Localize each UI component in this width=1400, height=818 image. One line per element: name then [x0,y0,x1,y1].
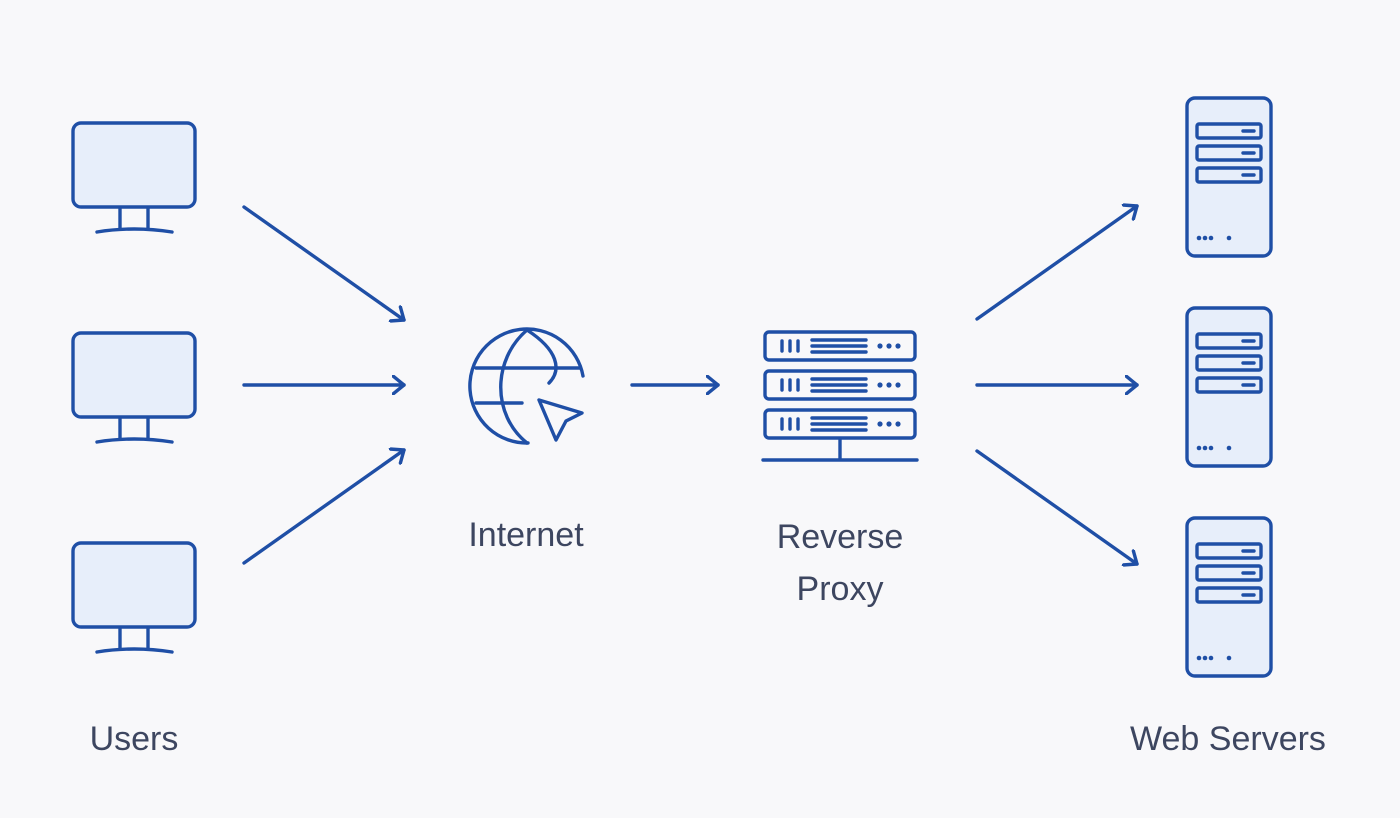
web-server-3 [1185,516,1273,678]
rack-unit-3 [763,408,917,440]
monitor-icon [71,331,197,444]
monitor-icon [71,121,197,234]
reverse-proxy-label-line1: Reverse [777,518,904,556]
edge-user-1-internet [242,205,406,320]
server-rack-icon [761,330,919,462]
server-tower-icon [1185,96,1273,258]
web-server-2 [1185,306,1273,468]
edge-user-3-internet [242,450,406,565]
users-label: Users [90,720,179,758]
internet-label: Internet [468,516,584,554]
internet-node [468,327,585,445]
user-monitor-2 [71,331,197,444]
server-tower-icon [1185,306,1273,468]
reverse-proxy-label-line2: Proxy [797,570,884,608]
web-server-1 [1185,96,1273,258]
globe-cursor-icon [468,327,585,445]
edge-proxy-web-server-1 [975,206,1139,321]
rack-unit-1 [763,330,917,362]
monitor-icon [71,541,197,654]
web-servers-label: Web Servers [1130,720,1326,758]
reverse-proxy-node [761,330,919,462]
rack-unit-2 [763,369,917,401]
user-monitor-1 [71,121,197,234]
user-monitor-3 [71,541,197,654]
edge-proxy-web-server-3 [975,449,1139,564]
server-tower-icon [1185,516,1273,678]
